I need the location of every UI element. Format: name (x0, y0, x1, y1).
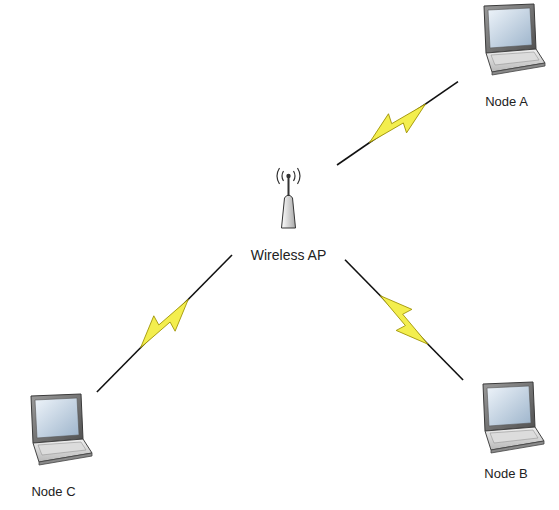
access-point-node: Wireless AP (232, 165, 345, 265)
wireless-link (97, 255, 232, 392)
wireless-link (345, 260, 463, 380)
lightning-bolt (362, 93, 433, 153)
wireless-link (337, 82, 458, 165)
link-line (337, 82, 458, 165)
laptop-node: Node C (6, 392, 101, 502)
laptop-icon (13, 392, 95, 472)
node-label: Node C (29, 484, 77, 502)
link-line (97, 255, 232, 392)
node-label: Wireless AP (249, 247, 328, 265)
node-label: Node A (483, 94, 530, 112)
lightning-bolt (371, 287, 437, 354)
laptop-node: Node B (456, 380, 556, 484)
laptop-icon (466, 2, 548, 82)
link-line (345, 260, 463, 380)
laptop-icon (465, 380, 547, 460)
lightning-bolt (131, 290, 197, 357)
access-point-icon (232, 165, 345, 235)
laptop-node: Node A (458, 2, 555, 112)
node-label: Node B (482, 466, 529, 484)
